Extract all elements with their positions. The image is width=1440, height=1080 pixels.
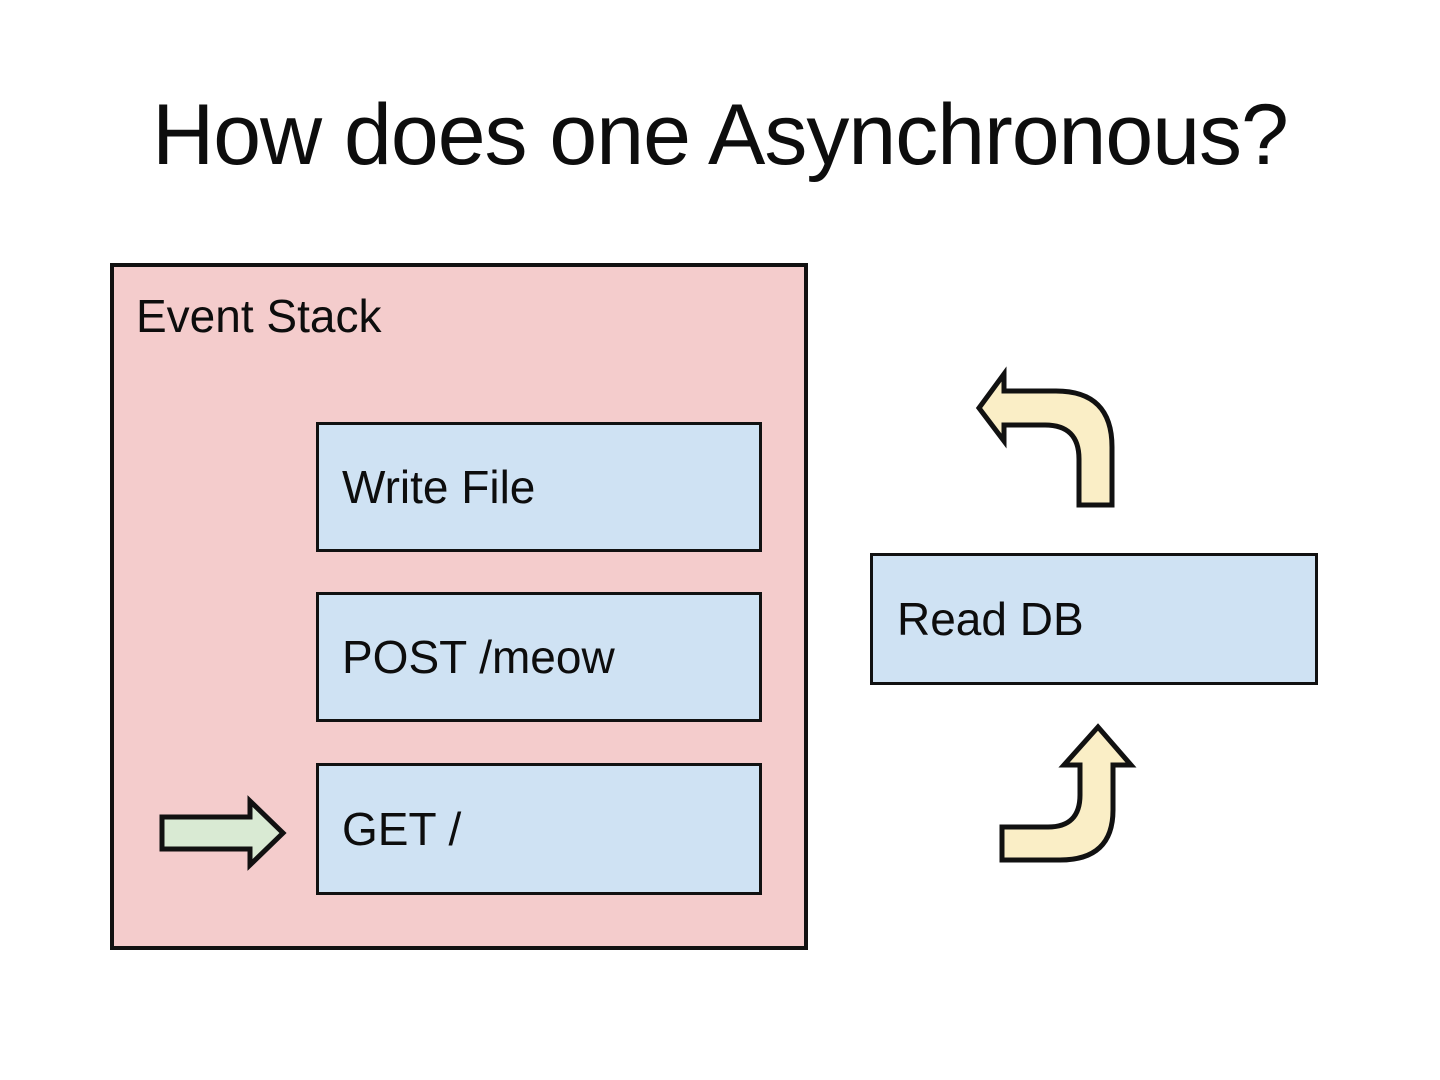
read-db-box: Read DB [870, 553, 1318, 685]
curved-arrow-up-icon [999, 723, 1137, 863]
event-box-post-meow-label: POST /meow [342, 631, 615, 683]
event-box-get-root-label: GET / [342, 803, 462, 855]
event-stack-label: Event Stack [136, 290, 382, 342]
slide-title: How does one Asynchronous? [152, 87, 1289, 183]
event-box-post-meow: POST /meow [316, 592, 762, 722]
event-box-write-file-label: Write File [342, 461, 536, 513]
event-stack-container: Event Stack Write File POST /meow GET / [110, 263, 808, 950]
event-box-get-root: GET / [316, 763, 762, 895]
read-db-label: Read DB [897, 593, 1084, 645]
event-box-write-file: Write File [316, 422, 762, 552]
curved-arrow-left-icon [975, 366, 1115, 508]
